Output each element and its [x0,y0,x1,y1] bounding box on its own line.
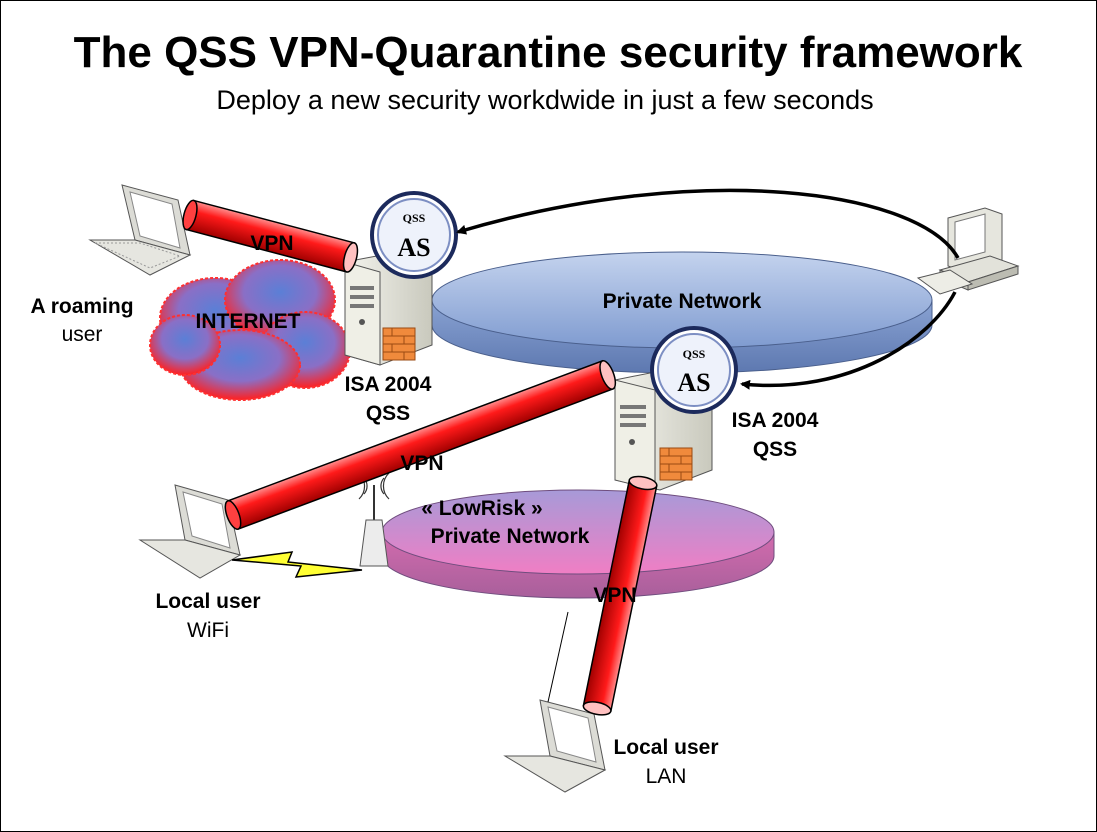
page-title: The QSS VPN-Quarantine security framewor… [74,28,1023,77]
private-network-label: Private Network [603,290,762,313]
wifi-user-label-line2: WiFi [187,619,229,642]
internet-cloud: INTERNET [149,259,351,401]
internet-label: INTERNET [196,310,301,333]
vpn-label-roaming: VPN [250,232,293,255]
as-badge-top-small: QSS [403,211,426,225]
server-top-label-line1: ISA 2004 [345,373,432,396]
lan-cable [547,611,569,703]
as-badge-mid: QSS AS [650,326,738,414]
roaming-user-label-line1: A roaming [30,295,133,318]
as-badge-mid-big: AS [677,368,710,397]
page-subtitle: Deploy a new security workdwide in just … [216,85,873,115]
server-mid-label-line2: QSS [753,438,797,461]
arrow-to-mid-server [740,291,957,390]
wifi-lightning-icon [231,551,363,578]
wifi-access-point-icon [358,472,390,567]
vpn-tunnel-roaming: VPN [182,199,359,273]
admin-desktop-computer [916,207,1020,295]
lowrisk-label-line2: Private Network [431,525,590,548]
vpn-label-wifi: VPN [400,452,443,475]
roaming-laptop [88,184,192,276]
roaming-user-label-line2: user [62,323,103,346]
as-badge-mid-small: QSS [683,347,706,361]
server-mid-label-line1: ISA 2004 [732,409,819,432]
wifi-user-label-line1: Local user [155,590,260,613]
vpn-tunnel-lan: VPN [582,475,658,716]
wifi-laptop [138,484,242,579]
server-mid [614,369,713,491]
lowrisk-network-disc: « LowRisk » Private Network [381,489,775,599]
lowrisk-label-line1: « LowRisk » [421,497,542,520]
server-top [344,251,433,366]
as-badge-top: QSS AS [370,191,458,279]
as-badge-top-big: AS [397,233,430,262]
lan-user-label-line2: LAN [646,765,687,788]
lan-user-label-line1: Local user [613,736,718,759]
arrow-to-top-server [456,188,960,259]
vpn-tunnel-wifi: VPN [224,359,617,531]
lan-laptop [503,699,607,793]
server-top-label-line2: QSS [366,402,410,425]
vpn-label-lan: VPN [593,584,636,607]
